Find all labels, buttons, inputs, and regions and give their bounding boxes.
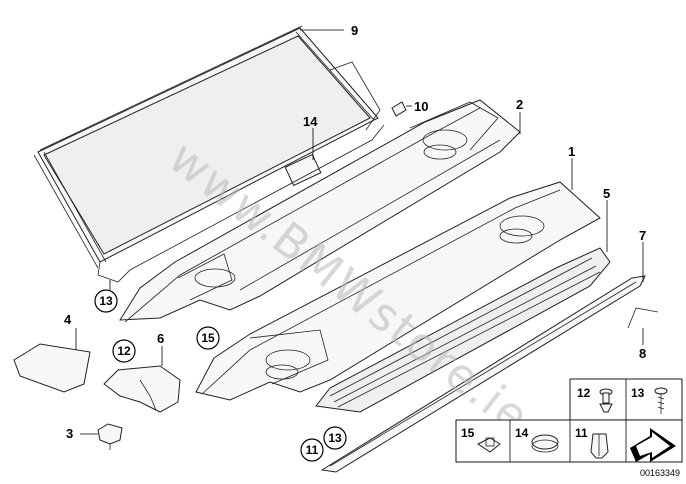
svg-text:12: 12 xyxy=(117,344,131,358)
circled-callout-13-bottom: 13 xyxy=(323,426,347,450)
reference-number: 00163349 xyxy=(640,468,680,478)
circled-callout-12: 12 xyxy=(112,339,136,363)
grille xyxy=(315,247,611,413)
circled-callout-15: 15 xyxy=(196,326,220,350)
callout-2: 2 xyxy=(516,97,523,112)
callout-5: 5 xyxy=(603,186,610,201)
callout-6: 6 xyxy=(157,331,164,346)
callout-3: 3 xyxy=(66,426,73,441)
svg-text:13: 13 xyxy=(99,294,113,308)
legend-label-12: 12 xyxy=(577,386,591,400)
callout-8: 8 xyxy=(639,346,646,361)
parcel-shelf-upper xyxy=(119,99,521,323)
spring-clip-icon xyxy=(477,437,501,453)
callout-4: 4 xyxy=(64,312,72,327)
push-rivet-icon xyxy=(599,388,613,413)
trim-strip xyxy=(320,275,646,473)
svg-text:15: 15 xyxy=(201,331,215,345)
parcel-shelf-lower xyxy=(195,181,601,401)
small-parts-legend: 12 13 15 14 11 xyxy=(455,378,683,463)
clip-8 xyxy=(627,307,659,329)
legend-label-13: 13 xyxy=(631,386,645,400)
legend-label-14: 14 xyxy=(515,426,529,440)
clip-3 xyxy=(97,423,123,450)
circled-callout-13-left: 13 xyxy=(94,289,118,313)
svg-text:11: 11 xyxy=(306,443,319,457)
legend-label-11: 11 xyxy=(575,426,588,440)
callout-7: 7 xyxy=(639,228,646,243)
arrow-sign-icon xyxy=(630,428,676,462)
cover-4 xyxy=(13,343,91,393)
screw-icon xyxy=(654,387,668,414)
leader-lines xyxy=(75,29,644,435)
svg-text:13: 13 xyxy=(328,431,342,445)
bracket-6 xyxy=(103,365,181,413)
expanding-nut-icon xyxy=(590,433,609,459)
roller-blind xyxy=(33,25,385,283)
callout-1: 1 xyxy=(568,144,575,159)
legend-label-15: 15 xyxy=(461,426,475,440)
clip-10 xyxy=(391,101,407,117)
callout-10: 10 xyxy=(414,99,428,114)
circled-callout-11: 11 xyxy=(300,438,324,462)
plug-cap-icon xyxy=(531,434,559,453)
callout-14: 14 xyxy=(303,114,318,129)
callout-9: 9 xyxy=(351,23,358,38)
